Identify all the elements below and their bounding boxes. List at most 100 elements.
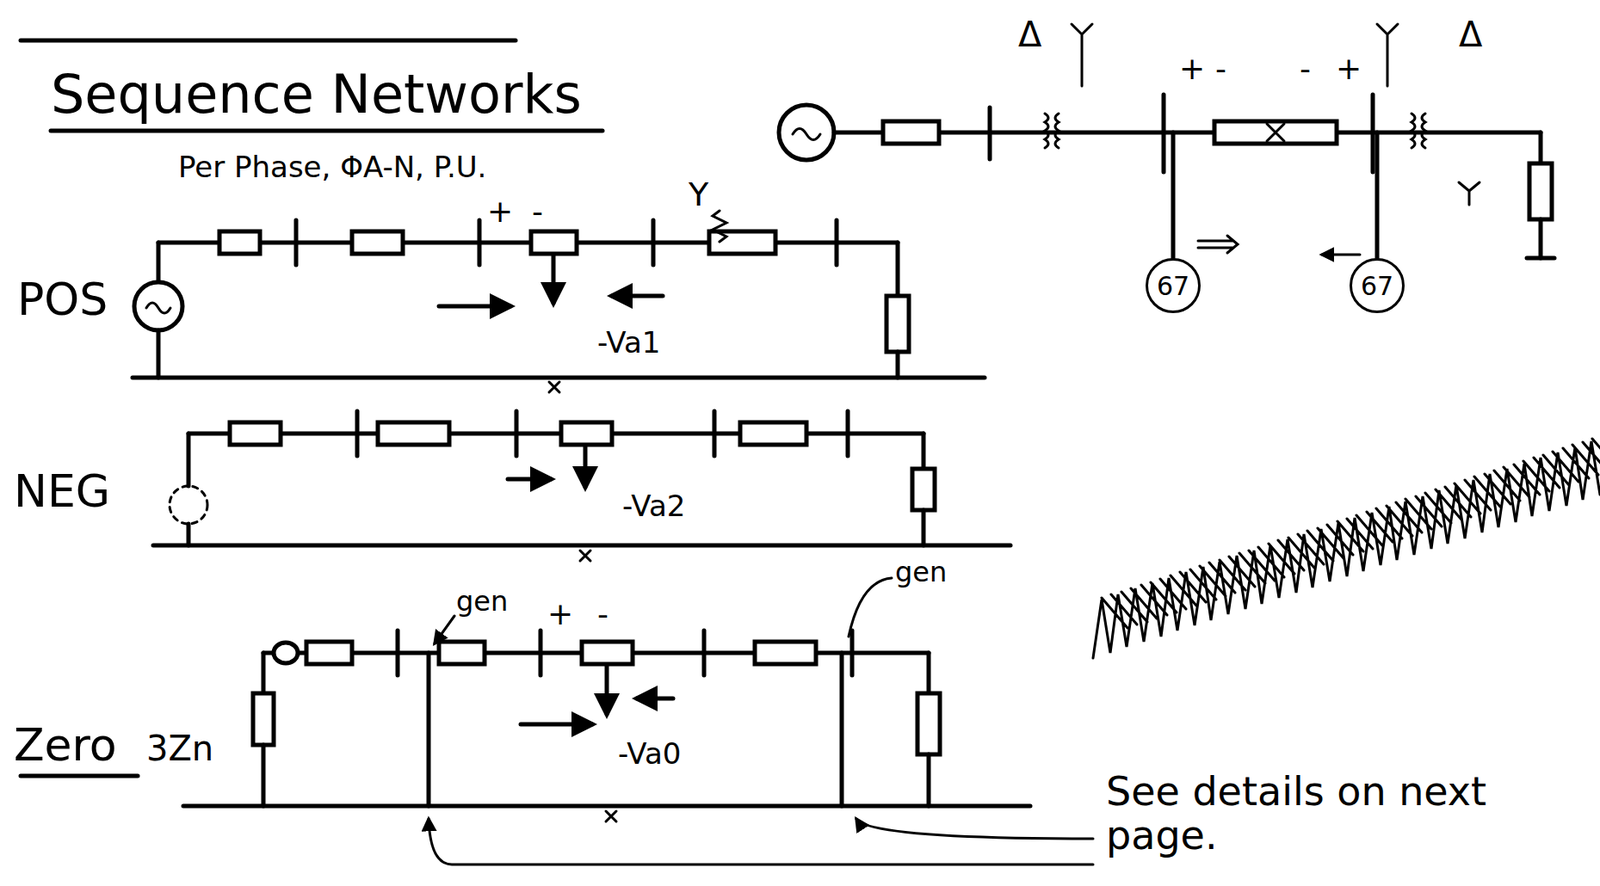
voltage-label: -Va0 [617, 738, 681, 771]
drawing-circle [169, 486, 208, 525]
scribble-hatch [1093, 438, 1600, 659]
drawing-rect [561, 422, 612, 445]
drawing-rect [219, 231, 260, 254]
drawing-line [834, 220, 840, 266]
drawing-line [183, 804, 1031, 810]
drawing-path [856, 819, 1094, 840]
drawing-line [426, 653, 432, 807]
subtitle: Per Phase, ΦA-N, P.U. [178, 151, 487, 184]
drawing-line [153, 543, 1011, 549]
drawing-line [651, 220, 656, 266]
drawing-path [1377, 24, 1398, 87]
drawing-line [395, 630, 401, 676]
drawing-path [712, 210, 727, 242]
rule-line [20, 38, 516, 44]
drawing-line [895, 352, 901, 378]
drawing-rect [754, 642, 816, 665]
polarity-sign: - [1215, 51, 1227, 87]
drawing-line [188, 432, 924, 437]
network-name: POS [17, 275, 108, 325]
drawing-rect [229, 422, 281, 445]
drawing-line [20, 774, 138, 779]
drawing-ellipse [273, 642, 298, 664]
drawing-rect [581, 642, 633, 665]
drawing-line [158, 240, 898, 246]
drawing-path [1411, 113, 1415, 149]
zero-network [20, 578, 1094, 865]
drawing-line [355, 411, 360, 457]
polarity-sign: + [1179, 51, 1205, 87]
relay-number: 67 [1156, 271, 1190, 302]
drawing-rect [438, 642, 485, 665]
drawing-path [580, 550, 591, 562]
drawing-line [921, 433, 927, 470]
title: Sequence Networks [50, 65, 582, 124]
drawing-rect [352, 231, 403, 254]
connection-label: Δ [1018, 15, 1042, 54]
drawing-rect [1529, 163, 1552, 220]
negative-network [153, 411, 1011, 562]
voltage-label: -Va1 [597, 327, 661, 359]
drawing-line [1322, 253, 1360, 257]
drawing-path [549, 382, 560, 393]
note-label: gen [895, 557, 947, 588]
drawing-rect [886, 296, 909, 353]
drawing-path [434, 616, 455, 644]
note-text: See details on next page. [1105, 770, 1502, 858]
polarity-sign: + [1335, 51, 1362, 87]
connection-label: Δ [1458, 15, 1483, 54]
drawing-line [895, 242, 901, 297]
drawing-path [1044, 113, 1049, 149]
drawing-line [507, 477, 551, 482]
drawing-path [1266, 123, 1285, 142]
drawing-rect [531, 231, 577, 254]
voltage-label: -Va2 [622, 490, 686, 523]
drawing-line [583, 445, 588, 488]
drawing-line [156, 330, 161, 378]
drawing-circle [778, 105, 834, 161]
drawing-rect [883, 121, 939, 144]
drawing-line [156, 242, 161, 283]
network-name: NEG [13, 467, 111, 517]
one-line-diagram [712, 24, 1555, 259]
positive-network [132, 220, 985, 393]
relay-circle: 67 [1349, 258, 1405, 314]
drawing-circle [134, 282, 183, 331]
drawing-rect [917, 693, 940, 755]
drawing-rect [306, 642, 353, 665]
drawing-line [551, 254, 556, 303]
drawing-line [132, 376, 985, 381]
drawing-line [538, 630, 544, 676]
drawing-line [846, 411, 851, 457]
drawing-path [1055, 113, 1059, 149]
drawing-line [840, 653, 845, 807]
polarity-sign: + [547, 597, 574, 632]
polarity-sign: - [597, 597, 609, 632]
drawing-path [428, 819, 1094, 865]
title-underline [50, 129, 603, 134]
drawing-line [1161, 94, 1167, 173]
drawing-g [20, 24, 1600, 865]
drawing-path [1421, 113, 1426, 149]
drawing-line [636, 697, 674, 702]
drawing-line [294, 220, 299, 266]
drawing-line [605, 665, 610, 715]
drawing-line [926, 653, 932, 694]
drawing-rect [377, 422, 450, 445]
drawing-rect [740, 422, 807, 445]
drawing-path [1071, 24, 1093, 87]
drawing-line [702, 630, 707, 676]
drawing-line [712, 411, 717, 457]
drawing-path [605, 811, 617, 822]
drawing-line [1526, 256, 1555, 261]
drawing-line [520, 722, 593, 728]
drawing-line [261, 653, 266, 694]
drawing-rect [912, 469, 935, 511]
polarity-sign: - [1299, 51, 1311, 87]
drawing-line [1371, 94, 1376, 173]
drawing-line [186, 433, 192, 487]
impedance-label: 3Zn [146, 729, 214, 768]
relay-number: 67 [1360, 271, 1394, 302]
drawing-line [514, 411, 519, 457]
drawing-line [186, 524, 192, 546]
